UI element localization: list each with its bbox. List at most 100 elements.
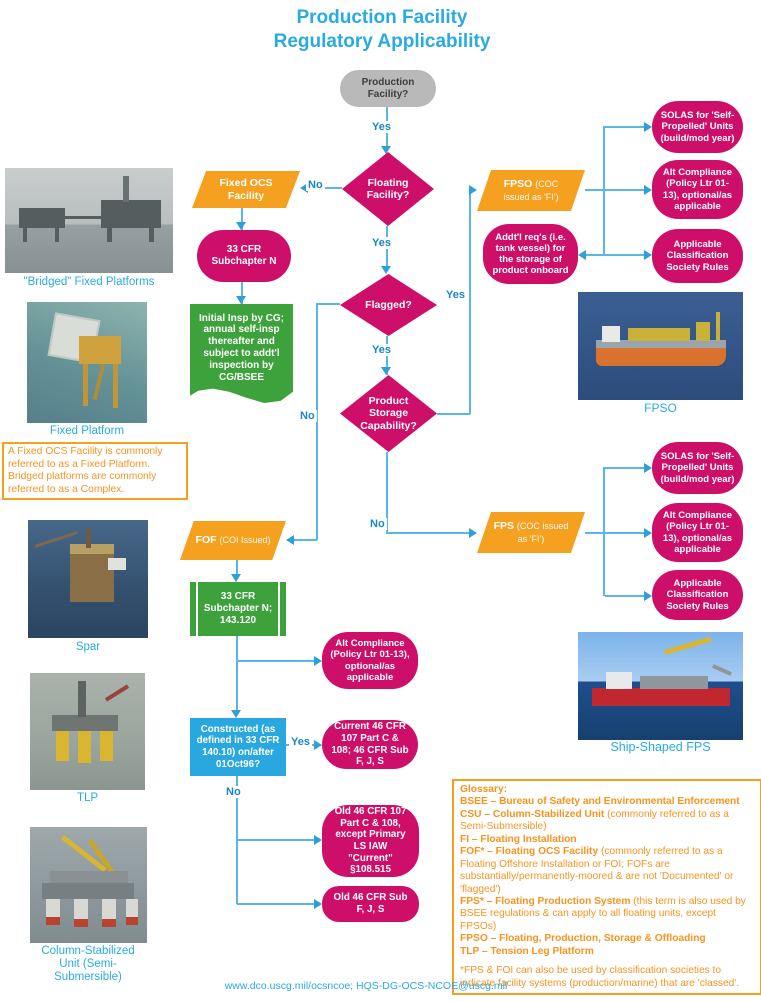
photo-art bbox=[78, 731, 91, 763]
arrowhead-right bbox=[644, 250, 652, 260]
photo-art bbox=[102, 899, 116, 925]
edge-label-yes-floating: Yes bbox=[370, 237, 393, 249]
photo-art bbox=[79, 336, 121, 364]
connector-line bbox=[308, 187, 342, 189]
edge-label-no-floating: No bbox=[306, 179, 325, 191]
flow-node-fixed-ocs-facility: Fixed OCS Facility bbox=[192, 171, 300, 208]
arrowhead-right bbox=[644, 122, 652, 132]
photo-art bbox=[83, 364, 88, 406]
arrowhead-down bbox=[236, 222, 246, 230]
connector-line bbox=[316, 303, 318, 540]
photo-art bbox=[46, 917, 60, 925]
glossary-entry: CSU – Column-Stabilized Unit (commonly r… bbox=[460, 808, 729, 833]
flow-node-class-rules-2: Applicable Classification Society Rules bbox=[652, 570, 743, 620]
edge-label-yes-constructed: Yes bbox=[289, 736, 312, 748]
edge-label-no-flagged: No bbox=[298, 410, 317, 422]
connector-line bbox=[236, 560, 238, 576]
arrowhead-right bbox=[644, 185, 652, 195]
glossary-entry: TLP – Tension Leg Platform bbox=[460, 945, 594, 957]
edge-label-yes-flagged: Yes bbox=[370, 344, 393, 356]
connector-line bbox=[603, 126, 605, 256]
photo-art bbox=[596, 348, 726, 366]
flow-node-solas-1: SOLAS for 'Self-Propelled' Units (build/… bbox=[652, 101, 743, 153]
photo-spar bbox=[28, 520, 148, 638]
flow-node-initial-inspection: Initial Insp by CG; annual self-insp the… bbox=[190, 304, 293, 403]
photo-art bbox=[74, 919, 88, 927]
arrowhead-right bbox=[644, 463, 652, 473]
connector-line bbox=[605, 467, 644, 469]
photo-art bbox=[74, 899, 88, 925]
arrowhead-down bbox=[231, 710, 241, 718]
arrowhead-down bbox=[381, 367, 391, 375]
connector-line bbox=[585, 532, 604, 534]
photo-art bbox=[107, 228, 112, 242]
flow-node-solas-2: SOLAS for 'Self-Propelled' Units (build/… bbox=[652, 442, 743, 494]
arrowhead-right bbox=[314, 835, 322, 845]
fof-label: FOF bbox=[195, 534, 217, 547]
connector-line bbox=[317, 303, 340, 305]
arrowhead-down bbox=[236, 296, 246, 304]
arrowhead-right bbox=[314, 899, 322, 909]
glossary-heading: Glossary: bbox=[460, 784, 507, 795]
photo-caption-bridged: "Bridged" Fixed Platforms bbox=[23, 276, 155, 288]
connector-line bbox=[605, 595, 644, 597]
arrowhead-right bbox=[469, 528, 477, 538]
connector-line bbox=[603, 467, 605, 596]
photo-art bbox=[70, 544, 114, 554]
connector-line bbox=[586, 254, 604, 256]
flow-node-constructed: Constructed (as defined in 33 CFR 140.10… bbox=[190, 718, 286, 776]
flow-node-floating-facility: Floating Facility? bbox=[342, 152, 434, 226]
photo-bridged-fixed-platforms bbox=[5, 168, 173, 273]
connector-line bbox=[605, 254, 644, 256]
connector-line bbox=[605, 532, 644, 534]
photo-art bbox=[100, 731, 113, 761]
page-title: Production Facility Regulatory Applicabi… bbox=[232, 6, 532, 54]
photo-csu bbox=[30, 827, 147, 943]
fixed-platform-note: A Fixed OCS Facility is commonly referre… bbox=[2, 442, 188, 501]
edge-label-no-storage: No bbox=[368, 518, 387, 530]
photo-art bbox=[70, 550, 114, 602]
photo-caption-tlp: TLP bbox=[76, 792, 99, 804]
photo-art bbox=[640, 676, 708, 689]
flow-node-alt-compliance-1: Alt Compliance (Policy Ltr 01-13), optio… bbox=[652, 160, 743, 219]
photo-caption-spar: Spar bbox=[75, 641, 101, 653]
photo-art bbox=[592, 688, 730, 706]
photo-art bbox=[126, 917, 138, 925]
flow-node-current-46cfr: Current 46 CFR 107 Part C & 108; 46 CFR … bbox=[322, 720, 418, 769]
connector-line bbox=[237, 660, 314, 662]
connector-line bbox=[241, 282, 243, 304]
photo-art bbox=[596, 340, 726, 348]
glossary-entry: FPSO – Floating, Production, Storage & O… bbox=[460, 933, 706, 945]
photo-art bbox=[123, 176, 129, 202]
edge-label-yes-start: Yes bbox=[370, 121, 393, 133]
photo-art bbox=[628, 328, 690, 341]
flow-node-flagged: Flagged? bbox=[340, 274, 437, 336]
flow-node-33cfr-subchapter-n: 33 CFR Subchapter N bbox=[197, 230, 291, 282]
arrowhead-down bbox=[381, 266, 391, 274]
connector-line bbox=[469, 190, 471, 414]
photo-art bbox=[42, 883, 134, 899]
photo-art bbox=[101, 200, 161, 228]
page-title-line1: Production Facility bbox=[296, 7, 468, 28]
photo-caption-csu: Column-Stabilized Unit (Semi-Submersible… bbox=[41, 945, 135, 984]
flow-node-fof: FOF (COI Issued) bbox=[180, 521, 286, 560]
flow-node-old-46cfr-sub: Old 46 CFR Sub F, J, S bbox=[322, 886, 419, 922]
connector-line bbox=[237, 903, 314, 905]
connector-line bbox=[386, 532, 469, 534]
fps-label: FPS bbox=[493, 520, 514, 533]
arrowhead-left bbox=[300, 183, 308, 193]
photo-caption-fixed: Fixed Platform bbox=[49, 425, 125, 437]
flow-node-alt-compliance-0: Alt Compliance (Policy Ltr 01-13), optio… bbox=[322, 632, 418, 689]
glossary-entry: FI – Floating Installation bbox=[460, 833, 577, 845]
photo-ship-shaped-fps bbox=[578, 632, 743, 740]
photo-art bbox=[696, 322, 710, 341]
glossary-footnote: *FPS & FOI can also be used by classific… bbox=[460, 965, 740, 989]
fpso-sublabel: (COC issued as 'FI') bbox=[503, 179, 559, 202]
photo-art bbox=[108, 558, 126, 570]
photo-caption-fps: Ship-Shaped FPS bbox=[610, 740, 711, 754]
connector-line bbox=[605, 126, 644, 128]
photo-art bbox=[78, 681, 86, 717]
footer-link[interactable]: www.dco.uscg.mil/ocsncoe; HQS-DG-OCS-NCO… bbox=[224, 980, 508, 992]
flow-node-class-rules-1: Applicable Classification Society Rules bbox=[652, 229, 743, 283]
photo-art bbox=[113, 364, 118, 408]
